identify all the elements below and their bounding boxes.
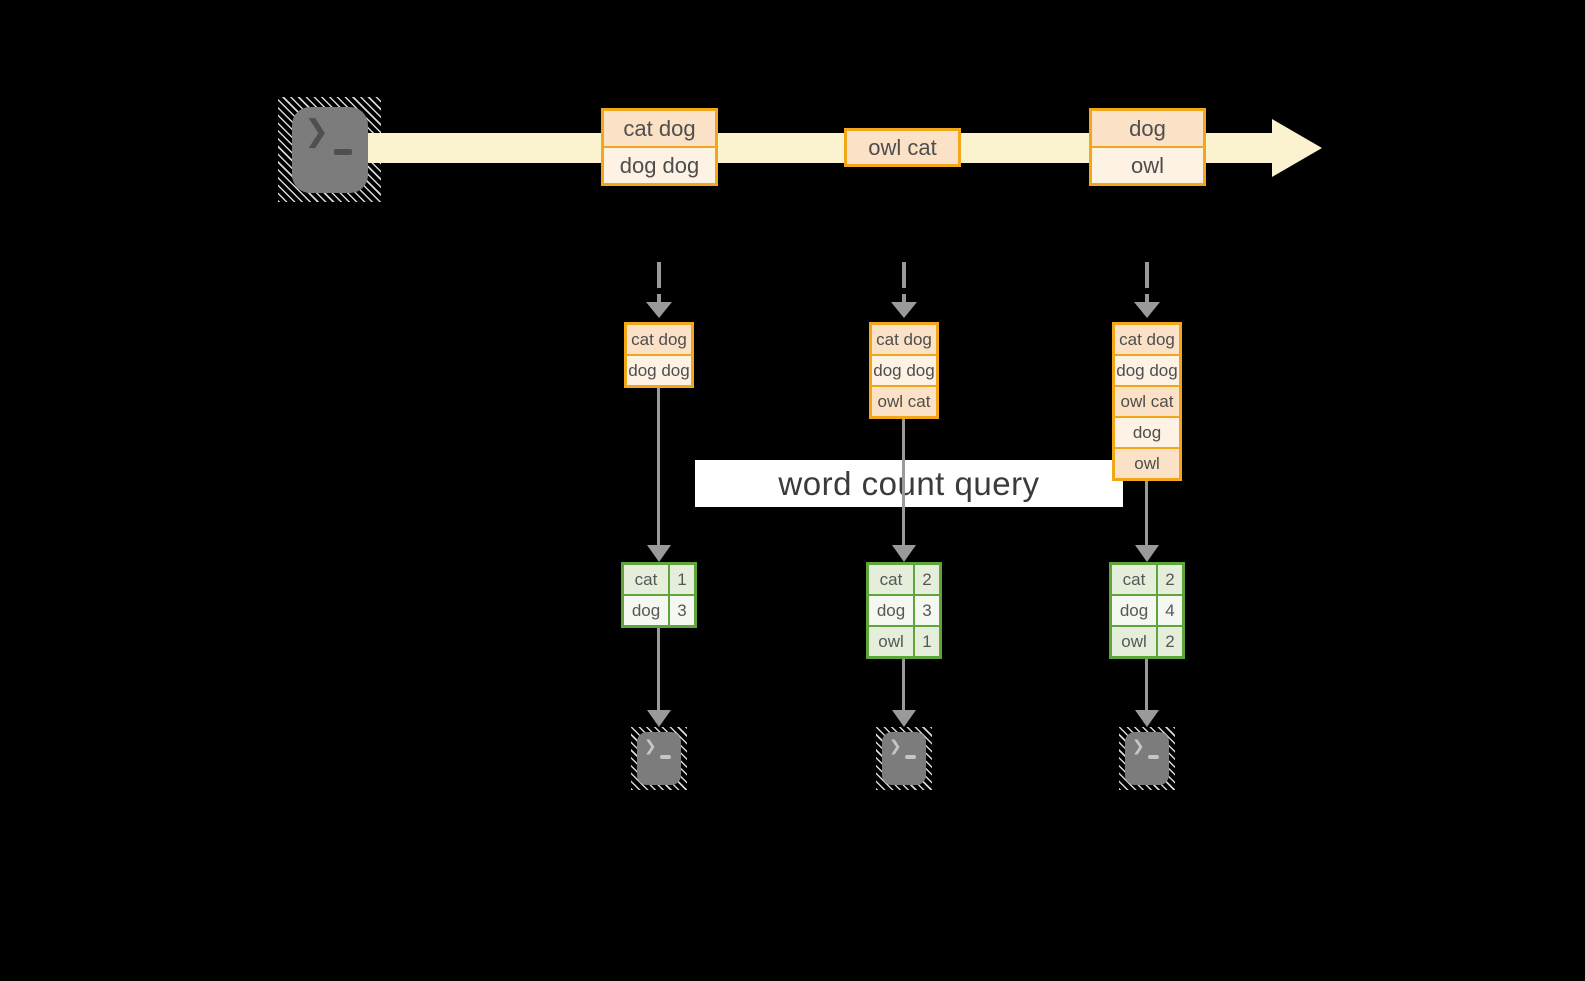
query-label: word count query [695, 460, 1123, 507]
word-cell: dog [1112, 596, 1156, 625]
word-cell: dog [624, 596, 668, 625]
word-count-table-1: cat 1 dog 3 [621, 562, 697, 628]
terminal-cursor-icon [660, 755, 671, 759]
input-line-cell: dog dog [627, 356, 691, 385]
dashed-arrow-line [657, 262, 661, 288]
arrow-down-icon [647, 710, 671, 727]
count-cell: 1 [670, 565, 694, 594]
stream-batch-1: cat dog dog dog [601, 108, 718, 186]
dashed-arrow-line [1145, 294, 1149, 302]
word-count-table-3: cat 2 dog 4 owl 2 [1109, 562, 1185, 659]
arrow-down-icon [1135, 545, 1159, 562]
arrow-down-icon [891, 302, 917, 318]
input-line-cell: dog [1115, 418, 1179, 447]
terminal-prompt-icon: ❯ [1132, 738, 1145, 755]
word-cell: cat [624, 565, 668, 594]
connector-line [1145, 659, 1148, 710]
count-cell: 2 [1158, 627, 1182, 656]
word-cell: cat [1112, 565, 1156, 594]
connector-line [1145, 481, 1148, 545]
word-cell: cat [869, 565, 913, 594]
input-lines-block-1: cat dog dog dog [624, 322, 694, 388]
stream-batch-cell: owl cat [847, 131, 958, 164]
arrow-down-icon [646, 302, 672, 318]
stream-batch-cell: cat dog [604, 111, 715, 146]
input-line-cell: owl cat [1115, 387, 1179, 416]
stream-batch-2: owl cat [844, 128, 961, 167]
input-line-cell: cat dog [1115, 325, 1179, 354]
stream-batch-cell: owl [1092, 148, 1203, 183]
input-line-cell: dog dog [1115, 356, 1179, 385]
terminal-icon: ❯ [278, 97, 381, 202]
word-cell: owl [869, 627, 913, 656]
count-cell: 4 [1158, 596, 1182, 625]
dashed-arrow-line [902, 294, 906, 302]
stream-timeline-arrowhead-icon [1272, 119, 1322, 177]
count-cell: 2 [1158, 565, 1182, 594]
dashed-arrow-line [902, 262, 906, 288]
input-lines-block-3: cat dog dog dog owl cat dog owl [1112, 322, 1182, 481]
input-line-cell: dog dog [872, 356, 936, 385]
connector-line [902, 419, 905, 545]
input-line-cell: owl cat [872, 387, 936, 416]
stream-batch-cell: dog dog [604, 148, 715, 183]
stream-batch-3: dog owl [1089, 108, 1206, 186]
arrow-down-icon [647, 545, 671, 562]
word-cell: owl [1112, 627, 1156, 656]
word-cell: dog [869, 596, 913, 625]
arrow-down-icon [892, 545, 916, 562]
arrow-down-icon [1135, 710, 1159, 727]
terminal-icon: ❯ [1119, 727, 1175, 790]
dashed-arrow-line [657, 294, 661, 302]
query-label-text: word count query [778, 464, 1040, 502]
terminal-icon: ❯ [631, 727, 687, 790]
word-count-table-2: cat 2 dog 3 owl 1 [866, 562, 942, 659]
terminal-prompt-icon: ❯ [644, 738, 657, 755]
count-cell: 3 [670, 596, 694, 625]
terminal-prompt-icon: ❯ [889, 738, 902, 755]
terminal-cursor-icon [334, 149, 352, 155]
count-cell: 1 [915, 627, 939, 656]
terminal-cursor-icon [905, 755, 916, 759]
connector-line [657, 628, 660, 710]
input-line-cell: owl [1115, 449, 1179, 478]
terminal-cursor-icon [1148, 755, 1159, 759]
dashed-arrow-line [1145, 262, 1149, 288]
input-line-cell: cat dog [627, 325, 691, 354]
arrow-down-icon [892, 710, 916, 727]
connector-line [902, 659, 905, 710]
arrow-down-icon [1134, 302, 1160, 318]
count-cell: 2 [915, 565, 939, 594]
terminal-prompt-icon: ❯ [304, 115, 330, 148]
stream-batch-cell: dog [1092, 111, 1203, 146]
input-line-cell: cat dog [872, 325, 936, 354]
terminal-icon: ❯ [876, 727, 932, 790]
count-cell: 3 [915, 596, 939, 625]
input-lines-block-2: cat dog dog dog owl cat [869, 322, 939, 419]
connector-line [657, 388, 660, 545]
